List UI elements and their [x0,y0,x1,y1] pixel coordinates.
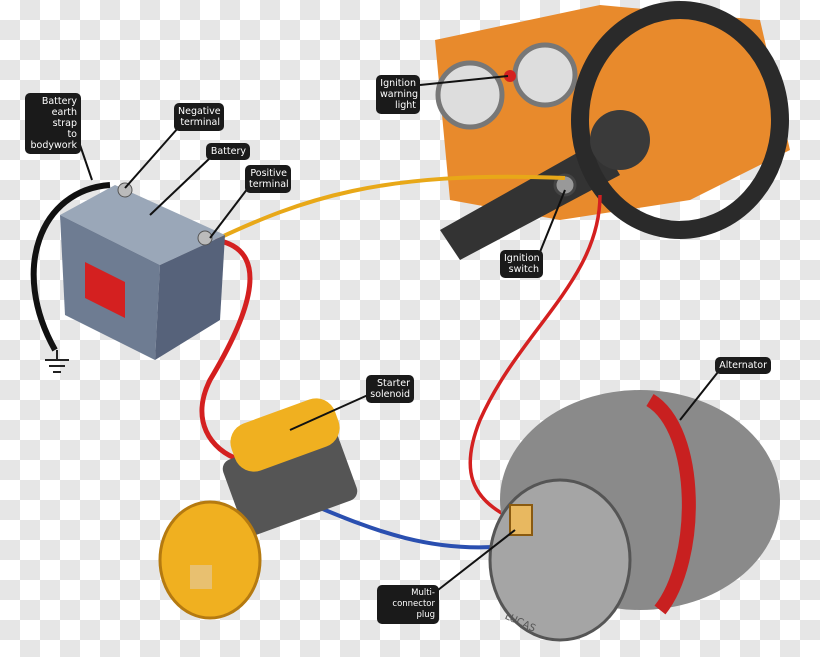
label-starter-solenoid: Starter solenoid [366,375,414,403]
label-battery: Battery [206,143,250,160]
ignition-warning-light [504,70,516,82]
red-wire-battery-starter [199,237,253,463]
gauge-right [512,42,578,108]
leader-lines [79,75,719,591]
battery-red-label [85,262,125,318]
label-ignition-warning-light: Ignition warning light [376,75,420,114]
battery-top [60,185,225,265]
label-ignition-switch: Ignition switch [500,250,543,278]
label-positive-terminal: Positive terminal [245,165,291,193]
red-wire-switch-alternator [468,194,602,522]
steering-hub [590,110,650,170]
label-battery-earth-strap: Battery earth strap to bodywork [25,93,81,154]
label-multi-connector-plug: Multi-connector plug [377,585,439,624]
battery-side [155,235,225,360]
starter-shaft [190,565,212,589]
earth-strap [30,182,111,352]
earth-symbol [45,350,69,373]
starter-solenoid-body [230,398,340,472]
label-negative-terminal: Negative terminal [174,103,224,131]
ignition-switch [553,173,577,197]
yellow-wire [214,174,566,242]
negative-terminal [117,182,133,198]
positive-terminal [197,230,213,246]
multi-connector [509,504,533,536]
label-alternator: Alternator [715,357,771,374]
steering-wheel [571,1,789,239]
steering-column [440,140,620,260]
alternator-red-band [645,394,696,615]
gauge-left [435,60,505,130]
starter-end-plate [158,500,262,620]
